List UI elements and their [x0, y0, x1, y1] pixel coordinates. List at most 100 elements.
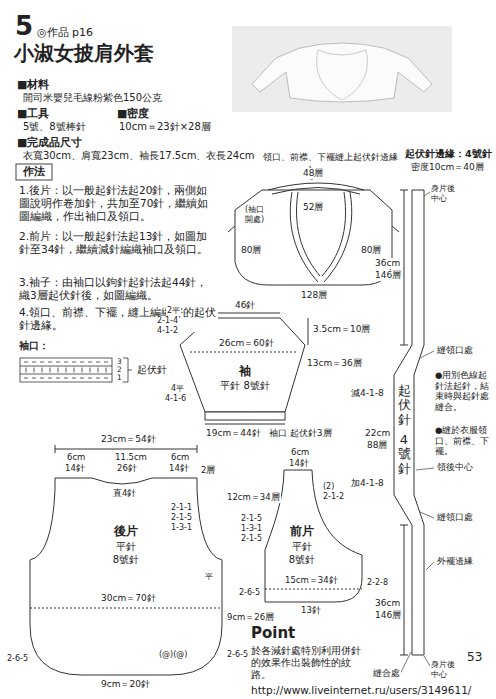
- stitch-symbol: [34, 368, 35, 373]
- section-head: ■工具: [16, 107, 50, 121]
- stitch-symbol: [104, 362, 108, 363]
- shaping-label: 1-3-1: [240, 524, 263, 534]
- stitch-symbol: [40, 362, 44, 363]
- row-count: 128層: [300, 290, 328, 301]
- instruction: 4.領口、前襟、下襬，縫上編織好的起伏針邊緣。: [18, 306, 218, 332]
- dimension-label: 14針: [288, 458, 310, 469]
- stitch-symbol: [96, 378, 100, 379]
- stitch-symbol: [58, 368, 59, 373]
- shaping-label: 2-1-2: [322, 492, 345, 502]
- shaping-label: (2): [322, 482, 335, 492]
- shaping-label: 2-1-1: [170, 503, 193, 513]
- dimension-label: 9cm＝26層: [226, 612, 275, 623]
- section-head: ■完成品尺寸: [16, 136, 83, 150]
- piece-name: 後片: [110, 524, 142, 540]
- piece-note: 8號針: [286, 553, 318, 566]
- note: 領口、前襟、下襬縫上起伏針邊緣: [262, 152, 399, 163]
- shaping-label: 直4針: [112, 488, 137, 499]
- stitch-symbol: [56, 362, 60, 363]
- shaping-label: 2-6-5: [238, 588, 261, 598]
- cuff-chart: [20, 358, 132, 382]
- shaping-label: 平: [204, 572, 214, 582]
- dimension-label: 36cm: [374, 258, 401, 269]
- piece-note: 平針: [286, 540, 318, 553]
- stitch-symbol: [26, 368, 27, 373]
- note: 縫領口處: [436, 512, 474, 523]
- row-number: 1: [116, 373, 123, 382]
- note: 身片後中心: [430, 660, 460, 680]
- stitch-symbol: [56, 378, 60, 379]
- dimension-label: 30cm＝70針: [100, 593, 157, 604]
- piece-name: 起伏針: [398, 384, 411, 427]
- dimension-label: 14針: [168, 463, 190, 474]
- stitch-symbol: [50, 368, 51, 373]
- shaping-label: 2-1-5: [170, 513, 193, 523]
- page-number: 53: [466, 650, 483, 665]
- shaping-label: 2-6-5: [6, 654, 29, 664]
- note: 袖口 起伏針3層: [268, 428, 333, 439]
- back-piece: 後片平針8號針: [110, 522, 142, 568]
- stitch-symbol: [80, 362, 84, 363]
- dimension-label: 14針: [64, 463, 86, 474]
- shaping-label: 4平: [170, 384, 185, 394]
- back-piece-outline: [30, 445, 222, 675]
- edging-strip-text: 起伏針4號針: [395, 382, 414, 484]
- dimension-label: 3.5cm＝10層: [312, 324, 371, 335]
- row-count: 80層: [240, 245, 262, 256]
- row-count: 80層: [360, 245, 382, 256]
- shaping-label: 2-2-8: [366, 578, 389, 588]
- note: 於各減針處特別利用併針的效果作出裝飾性的紋路。: [250, 645, 367, 681]
- section-head: ■材料: [16, 78, 50, 92]
- dimension-label: 26cm＝60針: [218, 338, 275, 349]
- shaping-label: 4-1-2: [156, 326, 179, 336]
- stitch-symbol: [88, 378, 92, 379]
- note: 縫領口處: [436, 345, 474, 356]
- note: 開司米嬰兒毛線粉紫色150公克: [22, 92, 163, 105]
- stitch-symbol: [64, 378, 68, 379]
- section-head: ■密度: [116, 107, 150, 121]
- dimension-label: 26針: [116, 463, 138, 474]
- note: 10cm＝23針×28層: [118, 121, 212, 134]
- note: ●縫於衣服領口、前襟、下襬。: [434, 425, 492, 457]
- dimension-label: 6cm: [170, 452, 190, 463]
- sleeve-piece: 袖平針 8號針: [217, 362, 273, 395]
- front-piece-outline: [265, 470, 362, 602]
- instruction: 2.前片：以一般起針法起13針，如圖加針至34針，繼續減針編織袖口及領口。: [18, 230, 218, 256]
- instruction: 3.袖子：由袖口以鉤針起針法起44針，織3層起伏針後，如圖編織。: [18, 276, 218, 302]
- stitch-symbol: [32, 362, 36, 363]
- method-box: [16, 164, 52, 180]
- shaping-label: 1-3-1: [170, 523, 193, 533]
- dimension-label: 146層: [374, 610, 402, 621]
- stitch-symbol: [24, 378, 28, 379]
- point-heading: Point: [250, 624, 296, 643]
- stitch-symbol: [96, 362, 100, 363]
- stitch-symbol: [80, 378, 84, 379]
- dimension-label: 2層: [200, 465, 216, 476]
- piece-note: 平針 8號針: [217, 379, 273, 392]
- row-count: 52層: [302, 202, 324, 213]
- shaping-label: 2-6-5: [226, 650, 249, 660]
- section-head: 袖口：: [18, 340, 50, 353]
- note: 縫合處: [372, 668, 401, 679]
- page-ref: ◎作品 p16: [36, 26, 94, 40]
- note: 5號、8號棒針: [22, 121, 87, 134]
- note: 外襬邊緣: [436, 556, 474, 567]
- piece-name: 前片: [286, 524, 318, 540]
- dimension-label: 13cm＝36層: [306, 358, 363, 369]
- stitch-symbol: [40, 378, 44, 379]
- garment-photo: [232, 26, 452, 112]
- shaping-label: 4-1-6: [164, 394, 187, 404]
- note: (袖口開處): [244, 205, 268, 225]
- shaping-label: 2-1-4: [156, 316, 179, 326]
- stitch-symbol: [24, 362, 28, 363]
- stitch-symbol: [48, 378, 52, 379]
- stitch-symbol: [42, 368, 43, 373]
- dimension-label: 19cm＝44針: [205, 428, 262, 439]
- dimension-label: 88層: [366, 440, 388, 451]
- stitch-symbol: [66, 368, 67, 373]
- stitch-symbol: [72, 362, 76, 363]
- dimension-label: 9cm＝20針: [100, 679, 151, 690]
- note: 衣寬30cm、肩寬23cm、袖長17.5cm、衣長24cm: [22, 150, 255, 163]
- stitch-symbol: [98, 368, 99, 373]
- dimension-label: 36cm: [374, 598, 401, 609]
